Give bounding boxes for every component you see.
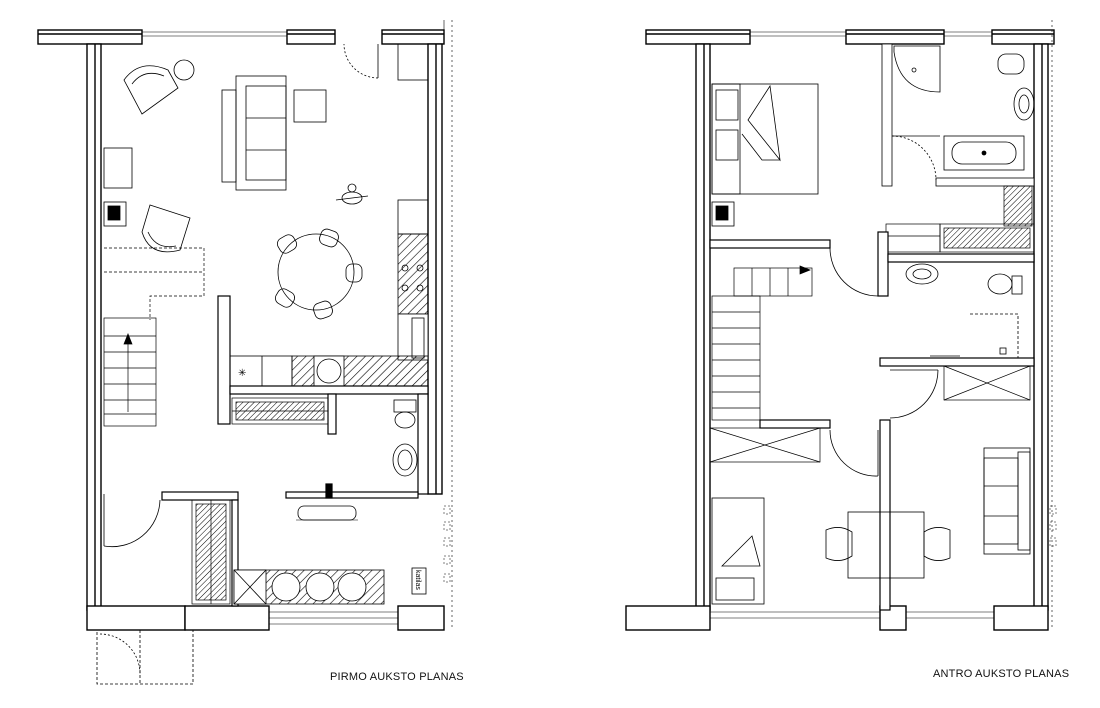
cabinet-left bbox=[103, 147, 133, 189]
dining-table bbox=[275, 228, 363, 320]
ground-floor-plan: ✳ bbox=[37, 20, 453, 685]
entrance-door bbox=[343, 43, 379, 79]
storage-boxes bbox=[709, 365, 1031, 463]
first-doors bbox=[829, 247, 939, 477]
coffee-table bbox=[293, 89, 327, 123]
wardrobe-hall bbox=[191, 397, 329, 605]
wc-first bbox=[905, 263, 1023, 358]
ground-doors bbox=[96, 494, 194, 685]
utility-room bbox=[233, 505, 427, 605]
wc-ground bbox=[392, 399, 418, 477]
ground-floor-walls bbox=[37, 20, 453, 631]
sofa-first bbox=[983, 447, 1031, 555]
boiler-label: katilas bbox=[414, 570, 421, 590]
first-side-marks bbox=[1049, 505, 1057, 547]
double-bed bbox=[711, 83, 819, 195]
ground-interior-walls bbox=[161, 295, 429, 607]
first-floor-title: ANTRO AUKSTO PLANAS bbox=[933, 668, 1070, 680]
svg-text:✳: ✳ bbox=[238, 368, 246, 379]
ground-side-marks bbox=[443, 505, 451, 583]
staircase-first bbox=[709, 248, 813, 421]
ground-floor-title: PIRMO AUKSTO PLANAS bbox=[330, 671, 464, 683]
desk-with-chairs bbox=[825, 511, 951, 579]
armchair-top bbox=[123, 59, 195, 115]
first-interior-walls bbox=[709, 231, 1035, 611]
staircase-ground bbox=[103, 247, 205, 427]
single-bed bbox=[711, 497, 765, 605]
child-figure bbox=[335, 183, 369, 205]
armchair-middle bbox=[141, 204, 191, 253]
kitchen-worktop: ✳ bbox=[229, 43, 429, 387]
first-floor-plan bbox=[625, 20, 1057, 631]
first-floor-walls bbox=[625, 20, 1055, 631]
wardrobe-first bbox=[885, 185, 1035, 253]
fireplace bbox=[103, 201, 127, 227]
chimney-first bbox=[711, 201, 735, 227]
bathroom-first bbox=[881, 43, 1035, 187]
sofa bbox=[221, 75, 287, 191]
